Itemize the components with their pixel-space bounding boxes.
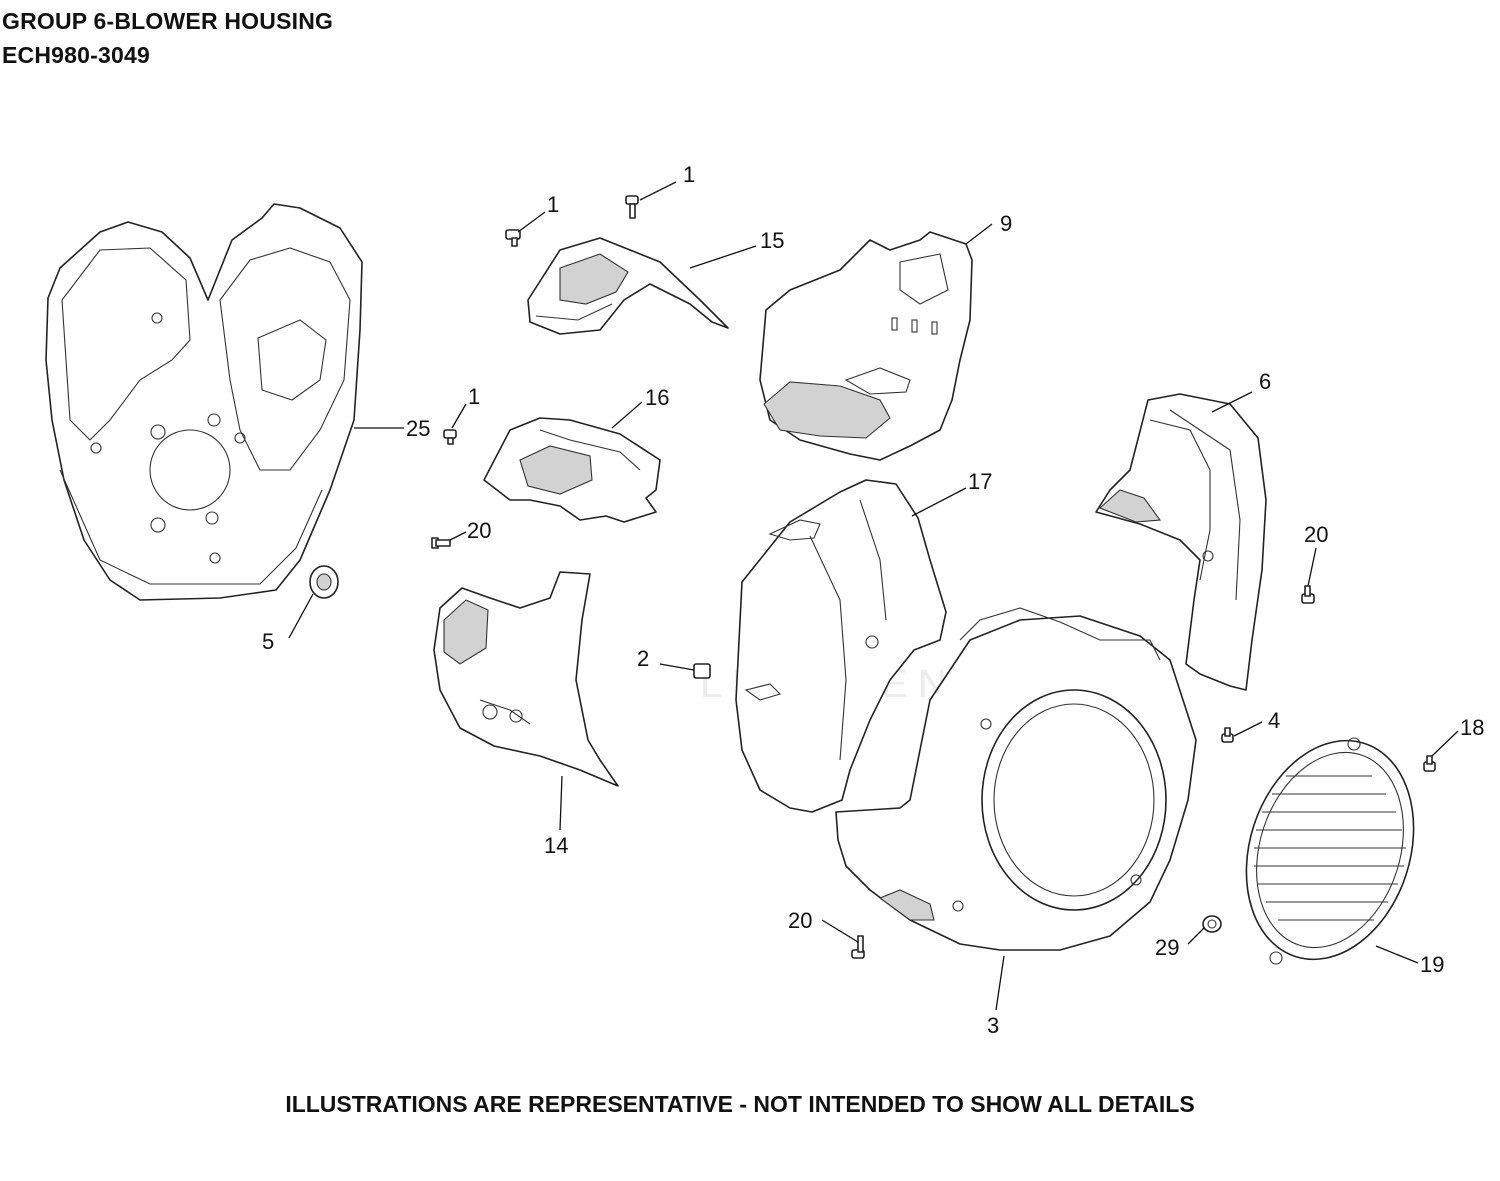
callout-1: 1 [547,192,559,217]
part-17-main-shroud [735,479,947,813]
fastener-clip-2 [693,663,711,679]
callout-labels: 1 1 1 2 3 4 5 6 9 14 15 16 17 18 19 20 2… [262,162,1484,1038]
fastener-screw-20c [851,935,865,959]
fastener-screw-20b [1301,585,1315,604]
part-3-scroll-housing [835,607,1197,951]
callout-20: 20 [467,518,491,543]
fastener-screw-1a [505,229,521,247]
callout-25: 25 [406,416,430,441]
callout-9: 9 [1000,211,1012,236]
part-9-top-cover [759,231,973,461]
fastener-screw-1c [443,429,457,445]
callout-2: 2 [637,646,649,671]
callout-16: 16 [645,385,669,410]
fastener-screw-1b [625,195,639,219]
part-16-middle-shroud [483,417,661,523]
callout-6: 6 [1259,369,1271,394]
callout-5: 5 [262,629,274,654]
callout-4: 4 [1268,708,1280,733]
callout-19: 19 [1420,952,1444,977]
callout-1: 1 [683,162,695,187]
fastener-nut-29 [1202,915,1222,933]
page-title: GROUP 6-BLOWER HOUSING [2,8,334,34]
callout-17: 17 [968,469,992,494]
part-19-guard-grille [1245,737,1415,965]
callout-20: 20 [1304,522,1328,547]
model-number: ECH980-3049 [2,42,150,68]
callout-1: 1 [468,384,480,409]
callout-20: 20 [788,908,812,933]
callout-14: 14 [544,833,568,858]
part-14-lower-shroud [433,571,619,787]
fastener-screw-4 [1221,727,1234,743]
part-6-right-shroud [1095,393,1267,691]
callout-15: 15 [760,228,784,253]
leader-lines [288,181,1459,1011]
disclaimer-footer: ILLUSTRATIONS ARE REPRESENTATIVE - NOT I… [285,1091,1195,1117]
fastener-screw-20a [431,537,451,549]
callout-29: 29 [1155,935,1179,960]
part-25-backplate [45,203,363,601]
callout-3: 3 [987,1013,999,1038]
part-15-upper-shroud [527,237,729,335]
callout-18: 18 [1460,715,1484,740]
fastener-screw-18 [1423,755,1436,772]
part-5-grommet [309,565,339,599]
